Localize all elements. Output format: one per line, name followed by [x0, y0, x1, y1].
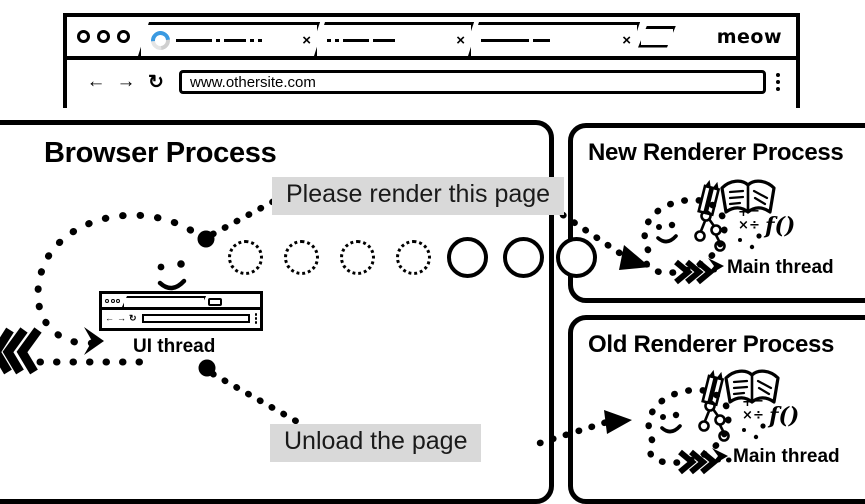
svg-text:+: +	[742, 395, 753, 410]
browser-process-title: Browser Process	[44, 137, 277, 169]
browser-window-mock: × ×	[63, 13, 800, 108]
tab-3-close-icon[interactable]: ×	[622, 32, 631, 49]
ui-thread-face-icon	[157, 260, 187, 291]
old-renderer-process-title: Old Renderer Process	[588, 331, 835, 358]
ui-thread-icon-menu	[254, 313, 257, 324]
ui-thread-icon-new-tab	[208, 298, 222, 306]
unload-message-leader	[198, 359, 307, 429]
svg-text:÷: ÷	[753, 408, 764, 423]
tab-strip: × ×	[67, 17, 796, 60]
svg-text:×: ×	[742, 408, 753, 423]
svg-text:f(): f()	[763, 213, 795, 239]
arrow-to-old-renderer	[536, 410, 632, 447]
browser-tab-1[interactable]: ×	[138, 22, 320, 56]
svg-text:+: +	[738, 205, 749, 220]
ui-thread-icon-reload: ↻	[129, 313, 137, 323]
tab-1-close-icon[interactable]: ×	[302, 32, 311, 49]
old-renderer-main-thread-label: Main thread	[733, 446, 840, 467]
message-unload-the-page: Unload the page	[270, 424, 482, 462]
back-icon[interactable]: ←	[86, 71, 106, 92]
new-renderer-mascot: +− ×÷ f()	[641, 179, 795, 285]
window-dot-3[interactable]	[117, 30, 130, 43]
tab-1-title-placeholder	[176, 39, 302, 42]
ui-thread-icon-tabstrip	[102, 294, 260, 310]
dom-tree-icon	[694, 210, 726, 252]
ui-thread-icon-window-dots	[105, 298, 120, 303]
ipc-message-dotted-2	[284, 240, 319, 275]
forward-icon[interactable]: →	[116, 71, 136, 92]
tab-2-title-placeholder	[327, 39, 456, 42]
svg-text:−: −	[753, 394, 764, 409]
ui-thread-icon-tab	[122, 296, 206, 307]
ui-thread-icon-toolbar: ← → ↻	[102, 310, 260, 327]
ui-thread-icon-forward: →	[117, 313, 126, 323]
message-please-render-this-page: Please render this page	[272, 177, 565, 215]
window-dot-2[interactable]	[97, 30, 110, 43]
new-renderer-main-thread-label: Main thread	[727, 257, 834, 278]
ipc-message-solid-3	[556, 237, 597, 278]
svg-text:−: −	[749, 204, 760, 219]
tab-3-title-placeholder	[481, 39, 622, 42]
svg-text:÷: ÷	[749, 218, 760, 233]
ipc-message-dotted-3	[340, 240, 375, 275]
ui-thread-browser-icon: ← → ↻	[99, 291, 263, 331]
reload-icon[interactable]: ↻	[148, 71, 164, 93]
tab-2-close-icon[interactable]: ×	[456, 32, 465, 49]
new-renderer-process-panel	[568, 123, 865, 303]
svg-text:f(): f()	[767, 403, 799, 429]
navigation-toolbar: ← → ↻ www.othersite.com	[67, 60, 796, 104]
ui-thread-icon-back: ←	[105, 313, 114, 323]
ipc-message-solid-2	[503, 237, 544, 278]
old-renderer-mascot: +− ×÷ f()	[645, 369, 799, 475]
ipc-message-solid-1	[447, 237, 488, 278]
speed-chevrons-browser	[0, 327, 42, 375]
window-dot-1[interactable]	[77, 30, 90, 43]
old-renderer-process-panel	[568, 315, 865, 504]
arrow-to-new-renderer	[559, 211, 650, 270]
browser-menu-icon[interactable]	[776, 73, 786, 91]
ui-thread-loop	[34, 211, 209, 355]
new-renderer-process-title: New Renderer Process	[588, 139, 844, 166]
url-input[interactable]: www.othersite.com	[179, 70, 766, 94]
ui-thread-label: UI thread	[133, 336, 216, 357]
ipc-message-dotted-4	[396, 240, 431, 275]
window-controls[interactable]	[67, 30, 138, 43]
svg-text:×: ×	[738, 218, 749, 233]
brand-label: meow	[716, 25, 782, 48]
ui-thread-icon-urlbar	[141, 314, 250, 323]
render-message-leader	[197, 196, 280, 248]
ipc-message-dotted-1	[228, 240, 263, 275]
